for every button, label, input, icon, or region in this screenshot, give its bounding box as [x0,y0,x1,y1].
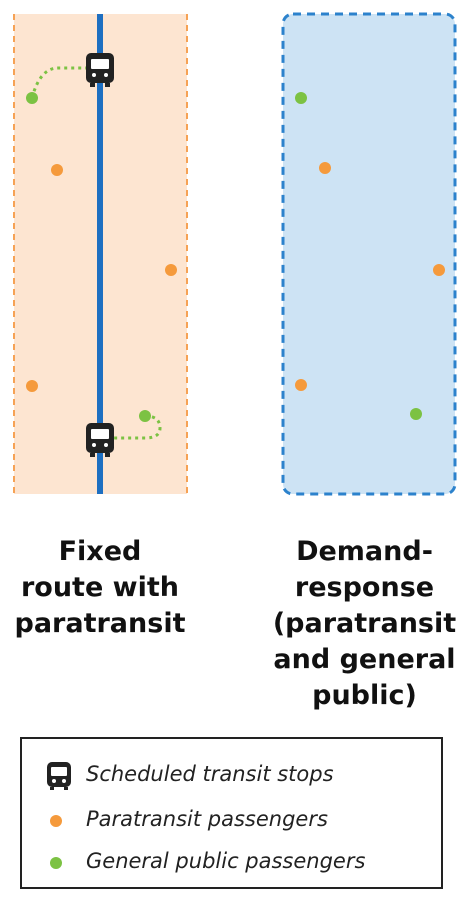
walk-path [30,66,86,99]
caption-line: public) [312,680,417,711]
bus-stop-icon [47,762,71,790]
paratransit-passenger [26,380,38,392]
caption-line: route with [20,572,180,603]
paratransit-passenger [165,264,177,276]
demand-response-caption: Demand- response (paratransit and genera… [270,534,459,714]
general-public-dot [50,857,62,869]
fixed-route-caption: Fixed route with paratransit [0,534,200,642]
general-public-passenger [295,92,307,104]
general-public-passenger [139,410,151,422]
legend-label: Paratransit passengers [86,807,328,831]
caption-line: paratransit [14,608,186,639]
paratransit-passenger [295,379,307,391]
paratransit-dot [50,815,62,827]
caption-line: (paratransit [272,608,457,639]
caption-line: Fixed [58,536,142,567]
general-public-passenger [410,408,422,420]
legend-item-paratransit: Paratransit passengers [22,801,441,841]
service-diagram [13,12,457,496]
bus-stop-icon [86,53,114,87]
paratransit-passenger [51,164,63,176]
bus-stop-icon [86,423,114,457]
legend-item-stops: Scheduled transit stops [22,756,441,796]
legend-item-general-public: General public passengers [22,843,441,883]
paratransit-passenger [433,264,445,276]
general-public-passenger [26,92,38,104]
caption-line: response [294,572,435,603]
walk-path [114,414,162,440]
legend-label: Scheduled transit stops [86,762,334,786]
legend-label: General public passengers [86,849,366,873]
demand-response-zone [281,12,457,496]
paratransit-passenger [319,162,331,174]
caption-line: Demand- [296,536,433,567]
caption-line: and general [273,644,456,675]
legend: Scheduled transit stops Paratransit pass… [20,737,443,889]
